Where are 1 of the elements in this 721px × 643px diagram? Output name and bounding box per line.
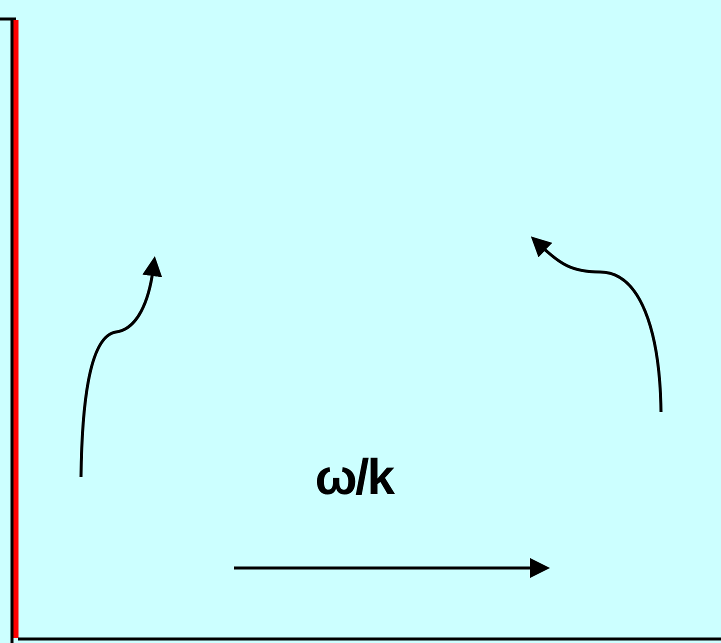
speed-label: ω/k xyxy=(315,448,393,506)
